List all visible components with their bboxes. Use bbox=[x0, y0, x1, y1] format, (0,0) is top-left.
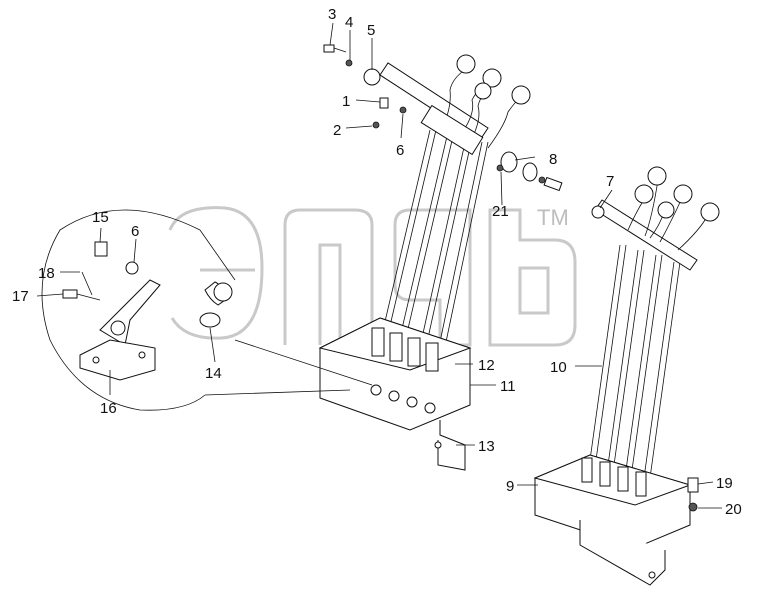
callout-13: 13 bbox=[478, 438, 495, 455]
callout-16: 16 bbox=[100, 400, 117, 417]
callout-21: 21 bbox=[492, 203, 509, 220]
callout-17: 17 bbox=[12, 288, 29, 305]
trademark-text: TM bbox=[537, 205, 569, 230]
right-base-plate bbox=[533, 454, 699, 586]
callout-5: 5 bbox=[367, 22, 375, 39]
callout-19: 19 bbox=[716, 475, 733, 492]
callout-2: 2 bbox=[333, 122, 341, 139]
callout-12: 12 bbox=[478, 357, 495, 374]
callout-3: 3 bbox=[328, 6, 336, 23]
callout-20: 20 bbox=[725, 501, 742, 518]
callout-14: 14 bbox=[205, 365, 222, 382]
callout-4: 4 bbox=[345, 14, 353, 31]
left-lever-assembly bbox=[323, 44, 563, 343]
callout-6a: 6 bbox=[396, 142, 404, 159]
callout-7: 7 bbox=[606, 173, 614, 190]
callout-1: 1 bbox=[342, 93, 350, 110]
callout-9: 9 bbox=[506, 478, 514, 495]
leader-lines bbox=[36, 22, 722, 509]
left-base-plate bbox=[318, 317, 472, 471]
callout-8: 8 bbox=[549, 151, 557, 168]
callout-15: 15 bbox=[92, 209, 109, 226]
callout-10: 10 bbox=[550, 359, 567, 376]
right-lever-assembly bbox=[589, 166, 720, 479]
callout-11: 11 bbox=[500, 378, 516, 395]
callout-6b: 6 bbox=[131, 223, 139, 240]
detail-view bbox=[41, 209, 373, 411]
callout-18: 18 bbox=[38, 265, 55, 282]
callouts: 1 2 3 4 5 6 6 7 8 9 10 11 12 13 14 15 16… bbox=[12, 6, 742, 518]
